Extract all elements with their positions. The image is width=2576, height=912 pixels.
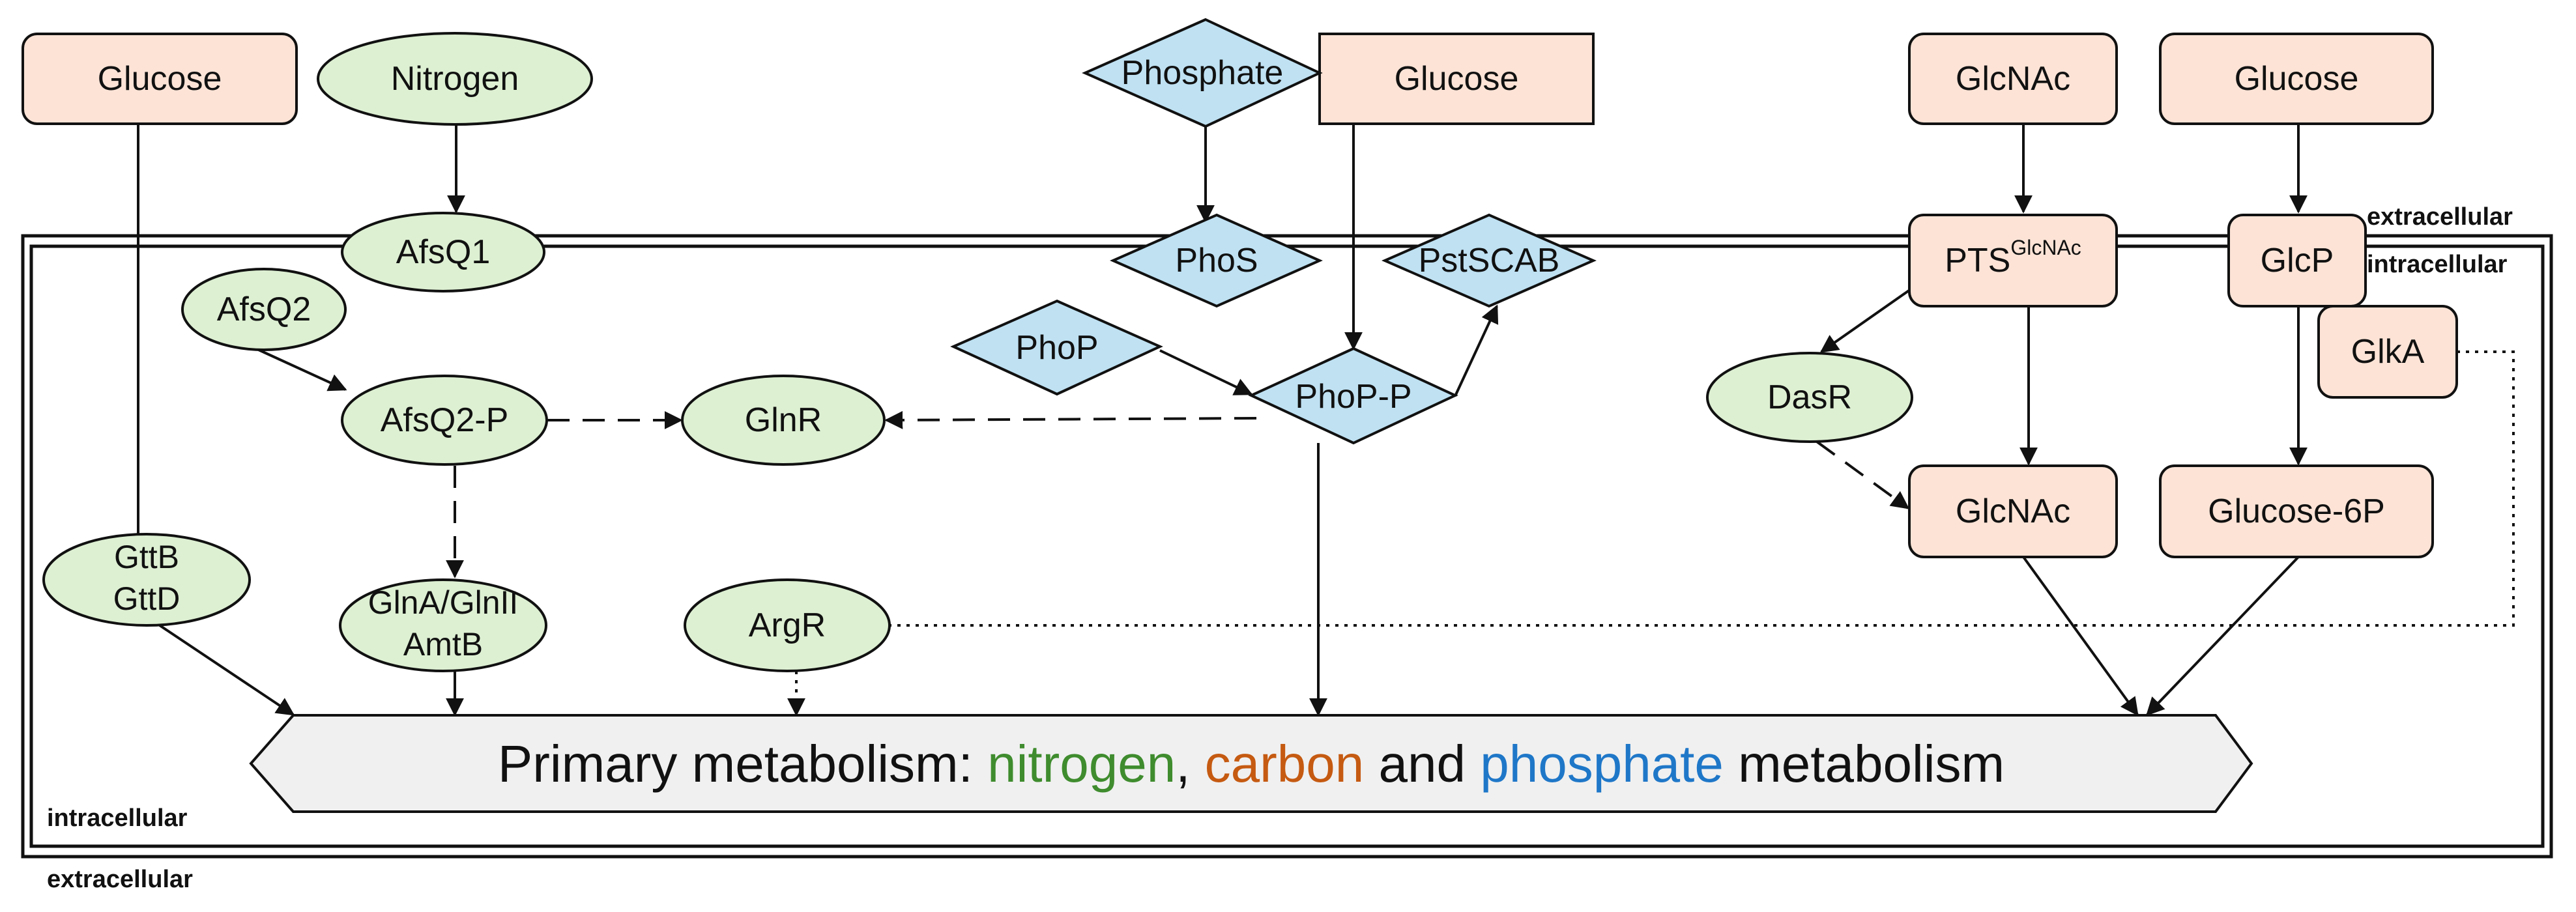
svg-text:PhoP-P: PhoP-P xyxy=(1295,378,1411,416)
node-dasr: DasR xyxy=(1706,352,1913,443)
node-afsq2-p: AfsQ2-P xyxy=(341,375,548,466)
node-afsq1: AfsQ1 xyxy=(341,212,545,292)
svg-text:AfsQ2-P: AfsQ2-P xyxy=(381,401,509,439)
svg-text:GttD: GttD xyxy=(113,580,181,617)
node-pts-glcnac: PTSGlcNAc xyxy=(1908,214,2118,307)
svg-text:GlnR: GlnR xyxy=(745,401,822,439)
svg-text:GlcNAc: GlcNAc xyxy=(1956,60,2070,98)
banner-word-carbon: carbon xyxy=(1205,735,1365,793)
edge-afsq2-afsq2p xyxy=(252,346,347,392)
edge-dasr-glcnac xyxy=(1816,440,1910,509)
svg-text:PhoP: PhoP xyxy=(1015,329,1098,367)
node-afsq2: AfsQ2 xyxy=(181,268,347,351)
edge-gttb-banner xyxy=(158,624,295,716)
edge-glka-argr xyxy=(890,350,2515,627)
svg-text:DasR: DasR xyxy=(1767,378,1852,416)
svg-text:Glucose: Glucose xyxy=(1395,60,1519,98)
node-glucose-6p: Glucose-6P xyxy=(2159,464,2434,558)
banner-text: Primary metabolism: nitrogen, carbon and… xyxy=(498,735,2004,793)
banner-word-phosphate: phosphate xyxy=(1480,735,1724,793)
edges xyxy=(137,124,2515,717)
svg-text:GlcP: GlcP xyxy=(2261,242,2334,279)
primary-metabolism-banner: Primary metabolism: nitrogen, carbon and… xyxy=(249,714,2253,813)
node-glcnac-top: GlcNAc xyxy=(1908,33,2118,125)
edge-glucose6p-banner xyxy=(2146,556,2300,717)
node-phop-p: PhoP-P xyxy=(1248,347,1458,445)
svg-text:Glucose: Glucose xyxy=(2235,60,2359,98)
node-glucose-left: Glucose xyxy=(22,33,298,125)
svg-text:GttB: GttB xyxy=(114,539,179,575)
region-label-extracellular-top: extracellular xyxy=(2367,203,2513,231)
svg-text:Nitrogen: Nitrogen xyxy=(391,60,519,98)
node-glucose-right: Glucose xyxy=(2159,33,2434,125)
node-pstscab: PstSCAB xyxy=(1382,213,1597,308)
svg-text:PTSGlcNAc: PTSGlcNAc xyxy=(1945,236,2081,279)
node-gttb-gttd: GttB GttD xyxy=(42,533,251,627)
svg-text:Glucose: Glucose xyxy=(98,60,222,98)
svg-text:AfsQ1: AfsQ1 xyxy=(396,233,491,271)
node-glka: GlkA xyxy=(2317,305,2458,399)
svg-text:Phosphate: Phosphate xyxy=(1122,54,1284,92)
svg-text:AfsQ2: AfsQ2 xyxy=(217,291,311,328)
edge-glcnac-banner xyxy=(2022,556,2139,717)
svg-text:GlcNAc: GlcNAc xyxy=(1956,492,2070,530)
node-glcp: GlcP xyxy=(2227,214,2367,307)
region-label-intracellular-top: intracellular xyxy=(2367,251,2508,278)
node-glucose-center: Glucose xyxy=(1318,33,1595,125)
region-label-extracellular-bottom: extracellular xyxy=(47,866,193,893)
svg-text:ArgR: ArgR xyxy=(749,606,826,644)
node-phos: PhoS xyxy=(1110,213,1323,308)
svg-text:PhoS: PhoS xyxy=(1175,242,1258,279)
node-glnr: GlnR xyxy=(681,375,886,466)
banner-word-nitrogen: nitrogen xyxy=(987,735,1176,793)
node-phosphate: Phosphate xyxy=(1082,18,1323,128)
node-phop: PhoP xyxy=(950,299,1163,396)
svg-text:AmtB: AmtB xyxy=(403,626,483,663)
edge-phopp-pstscab xyxy=(1454,304,1499,397)
edge-pts-dasr xyxy=(1819,287,1914,353)
svg-text:GlnA/GlnII: GlnA/GlnII xyxy=(368,584,519,621)
node-argr: ArgR xyxy=(684,578,891,672)
edge-phopp-glnr xyxy=(884,410,1257,429)
region-label-intracellular-bottom: intracellular xyxy=(47,805,188,832)
edge-phop-phopp xyxy=(1159,349,1253,395)
node-glna-glnii-amtb: GlnA/GlnII AmtB xyxy=(339,578,547,672)
node-nitrogen: Nitrogen xyxy=(317,32,593,126)
svg-text:Glucose-6P: Glucose-6P xyxy=(2208,492,2385,530)
node-glcnac-bottom: GlcNAc xyxy=(1908,464,2118,558)
svg-text:PstSCAB: PstSCAB xyxy=(1419,242,1560,279)
svg-text:GlkA: GlkA xyxy=(2351,333,2425,371)
